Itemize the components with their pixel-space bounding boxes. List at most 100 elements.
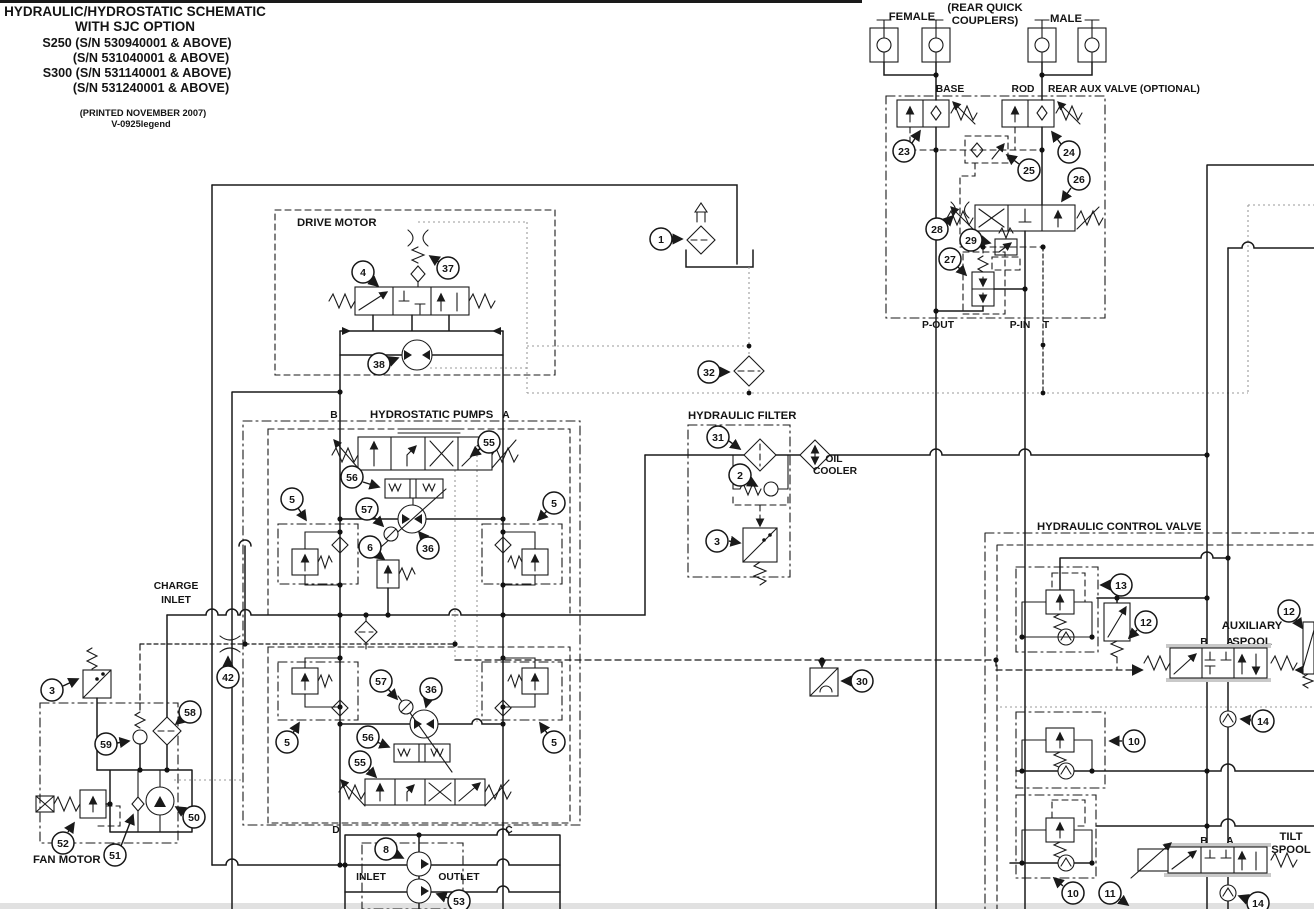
male-coupler-label: MALE: [1050, 13, 1082, 25]
callout-42: 42: [216, 655, 240, 689]
sequence-valve: [935, 251, 1026, 315]
page-top-edge: [0, 0, 862, 3]
drive-motor-label: DRIVE MOTOR: [297, 217, 377, 229]
coupler-female-1: [869, 19, 899, 63]
orifice-42: [219, 635, 241, 653]
svg-text:1: 1: [658, 234, 664, 246]
fan-motor-label: FAN MOTOR: [33, 854, 101, 866]
hydraulic-control-valve: HYDRAULIC CONTROL VALVE AUXILIARY SPOOL …: [984, 521, 1314, 909]
callout-51: 51: [103, 813, 135, 867]
relief-block-front-right: [481, 523, 563, 586]
callout-52: 52: [51, 821, 75, 855]
drive-motor: DRIVE MOTOR: [274, 209, 556, 376]
svg-text:53: 53: [453, 896, 465, 908]
fan-strainer-58: [152, 716, 182, 746]
svg-text:2: 2: [737, 470, 743, 482]
fan-pressure-switch-3: [82, 647, 112, 771]
coupler-male-1: [1027, 19, 1057, 63]
flush-valve-37: [407, 229, 429, 288]
pump-rear-enclosure: [267, 646, 571, 824]
port-a-label: A: [502, 410, 510, 421]
rear-quick-couplers-label-2: COUPLERS): [952, 15, 1019, 27]
callout-36-front: 36: [416, 530, 440, 560]
title-doc-code: V-0925legend: [111, 119, 171, 129]
base-check-valve: [896, 99, 978, 128]
callout-3-fan: 3: [40, 677, 80, 702]
load-check-14-upper: [1219, 710, 1237, 728]
pressure-switch-30: [809, 667, 839, 697]
callout-14-upper: 14: [1239, 709, 1275, 733]
junction-dots: [107, 72, 1231, 868]
auxiliary-spool-valve: [1143, 644, 1298, 682]
port-d-label: D: [332, 825, 339, 836]
svg-text:50: 50: [188, 812, 200, 824]
callout-27: 27: [938, 247, 968, 277]
callout-56-front: 56: [340, 465, 381, 490]
rod-port-label: ROD: [1012, 84, 1035, 95]
svg-text:5: 5: [551, 737, 557, 749]
pump-rotary-front: [380, 488, 447, 548]
oil-cooler-label-2: COOLER: [813, 466, 858, 477]
svg-text:5: 5: [284, 737, 290, 749]
callout-32: 32: [697, 360, 731, 384]
callout-11: 11: [1098, 881, 1130, 907]
svg-text:59: 59: [100, 739, 112, 751]
callout-55-rear: 55: [348, 750, 378, 779]
callout-4: 4: [351, 260, 380, 288]
svg-text:42: 42: [222, 672, 234, 684]
title-line-6: (S/N 531240001 & ABOVE): [73, 81, 229, 95]
title-block: HYDRAULIC/HYDROSTATIC SCHEMATIC WITH SJC…: [4, 4, 266, 129]
svg-text:58: 58: [184, 707, 196, 719]
svg-text:3: 3: [714, 536, 720, 548]
tilt-spool-label-1: TILT: [1279, 831, 1302, 843]
callout-50: 50: [174, 805, 206, 829]
rear-quick-couplers: (REAR QUICK COUPLERS) FEMALE MALE: [869, 2, 1107, 101]
aux-port-a-label: A: [1226, 637, 1234, 648]
svg-text:57: 57: [375, 676, 387, 688]
callout-5-front-left: 5: [280, 487, 307, 522]
callout-30: 30: [840, 669, 874, 693]
title-printed: (PRINTED NOVEMBER 2007): [80, 108, 207, 118]
auxiliary-spool-label-1: AUXILIARY: [1222, 620, 1283, 632]
callout-55-front: 55: [469, 430, 501, 458]
hydraulic-filter-enclosure: [687, 424, 791, 578]
callout-37: 37: [428, 255, 460, 280]
svg-text:4: 4: [360, 267, 366, 279]
callout-23: 23: [892, 129, 921, 163]
callout-31: 31: [706, 425, 742, 450]
main-relief-13: [1015, 566, 1099, 653]
relief-block-rear-right: [481, 657, 563, 721]
fan-motor-loop: [96, 769, 193, 833]
pump-control-valve-rear: [338, 778, 512, 807]
callout-56-rear: 56: [356, 725, 391, 749]
bypass-switch-3: [732, 496, 789, 586]
oil-cooler: OIL COOLER: [799, 439, 858, 477]
callout-29: 29: [959, 228, 992, 252]
coupler-symbols: [869, 19, 1107, 101]
svg-text:30: 30: [856, 676, 868, 688]
hydraulic-filter-label: HYDRAULIC FILTER: [688, 410, 796, 422]
svg-text:25: 25: [1023, 165, 1035, 177]
base-port-label: BASE: [936, 84, 965, 95]
port-relief-10-lower: [1015, 794, 1097, 879]
inlet-label: INLET: [356, 872, 386, 883]
callout-12-detent: 12: [1277, 599, 1303, 630]
callout-24: 24: [1050, 130, 1081, 164]
callout-13: 13: [1099, 573, 1133, 597]
callout-8: 8: [374, 837, 405, 861]
svg-text:31: 31: [712, 432, 724, 444]
svg-text:26: 26: [1073, 174, 1085, 186]
tilt-spool-label-2: SPOOL: [1271, 844, 1311, 856]
charge-inlet-label-1: CHARGE: [154, 581, 199, 592]
callout-59: 59: [94, 732, 131, 756]
callout-5-rear-right: 5: [539, 721, 566, 754]
title-line-4: (S/N 531040001 & ABOVE): [73, 51, 229, 65]
callout-12-solenoid: 12: [1127, 610, 1158, 640]
svg-text:3: 3: [49, 685, 55, 697]
fan-relief-52: [35, 789, 121, 827]
callout-14-lower: 14: [1237, 891, 1270, 909]
svg-text:29: 29: [965, 235, 977, 247]
svg-text:5: 5: [289, 494, 295, 506]
coupler-male-2: [1077, 19, 1107, 63]
svg-text:32: 32: [703, 367, 715, 379]
